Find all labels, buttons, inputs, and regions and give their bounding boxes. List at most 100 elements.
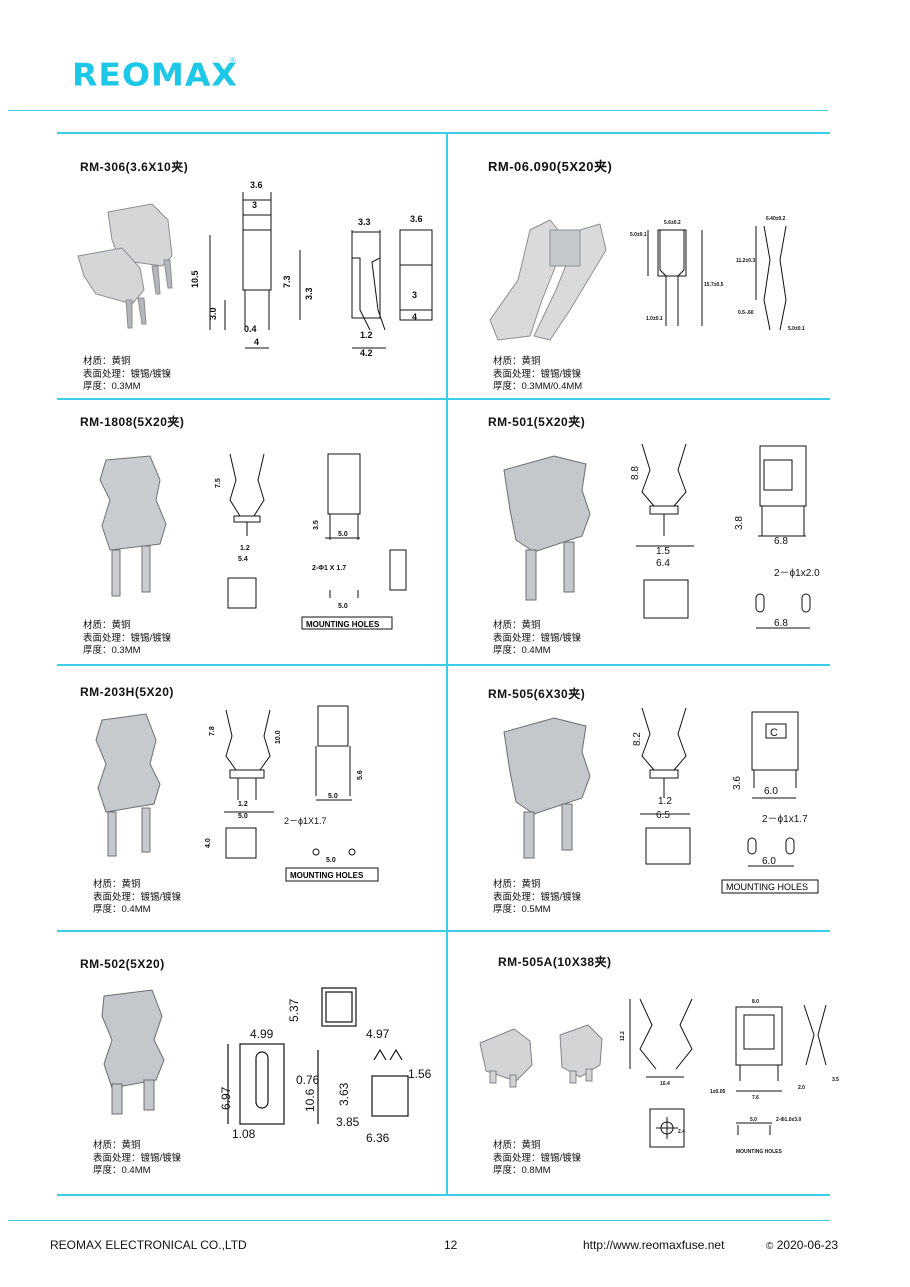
dimension-label: 6.5 (656, 810, 670, 821)
dimension-label: 1.08 (232, 1127, 256, 1141)
dimension-label: 3.6 (250, 180, 263, 190)
product-title: RM-1808(5X20夹) (80, 415, 185, 429)
product-photo (101, 989, 165, 1115)
spec-material: 材质：黄铜 (493, 1140, 541, 1151)
dimension-label: 3.3 (304, 287, 314, 300)
dimension-label: 4.0 (205, 838, 212, 848)
dimension-label: 10.0 (275, 730, 282, 744)
dimension-label: 7.3 (282, 275, 292, 288)
spec-material: 材质：黄铜 (93, 1140, 141, 1151)
dimension-label: 11.2±0.3 (736, 258, 755, 264)
product-specs: 材质：黄铜 表面处理：镀锡/镀镍 厚度：0.5MM (493, 879, 581, 917)
dimension-label: 8.0 (752, 999, 759, 1005)
mounting-holes-label: MOUNTING HOLES (726, 882, 808, 892)
product-specs: 材质：黄铜 表面处理：镀锡/镀镍 厚度：0.4MM (493, 620, 581, 658)
registered-mark: ® (230, 56, 236, 65)
product-drawing: 12.2 10.4 8.0 1±0.05 7.6 2.0 3.5 2.4 5.0… (479, 998, 839, 1155)
dimension-label: 0.5-.60 (738, 310, 754, 316)
spec-material: 材质：黄铜 (83, 620, 131, 631)
product-title: RM-505(6X30夹) (488, 687, 586, 701)
dimension-label: 6.0 (762, 856, 776, 867)
dimension-label: 6.40±0.2 (766, 216, 786, 222)
dimension-label: 12.2 (620, 1031, 626, 1041)
dimension-label: 5.0 (238, 813, 248, 820)
spec-thickness: 厚度：0.5MM (493, 904, 551, 915)
dimension-label: 1±0.05 (710, 1089, 725, 1095)
product-specs: 材质：黄铜 表面处理：镀锡/镀镍 厚度：0.3MM/0.4MM (493, 356, 582, 394)
dimension-label: 6.0 (764, 786, 778, 797)
header-rule (8, 110, 828, 111)
product-photo (489, 219, 607, 341)
dimension-label: 10.6 (303, 1088, 317, 1112)
footer-url[interactable]: http://www.reomaxfuse.net (583, 1238, 725, 1252)
footer-rule (8, 1220, 830, 1221)
spec-thickness: 厚度：0.8MM (493, 1165, 551, 1176)
dimension-label: 1.56 (408, 1067, 432, 1081)
spec-thickness: 厚度：0.4MM (93, 1165, 151, 1176)
dimension-label: 0.76 (296, 1073, 320, 1087)
dimension-label: C (770, 727, 778, 739)
dimension-label: 8.8 (630, 466, 641, 480)
product-drawing: 8.2 1.2 6.5 C 3.6 6.0 2－ϕ1x1.7 6.0 MOUNT… (503, 707, 819, 894)
dimension-label: 3.85 (336, 1115, 360, 1129)
product-title: RM-306(3.6X10夹) (80, 160, 189, 174)
dimension-label: 2.4 (678, 1129, 685, 1135)
dimension-label: 2－ϕ1X1.7 (284, 816, 327, 826)
dimension-label: 1.2 (658, 796, 672, 807)
dimension-label: 5.0±0.1 (788, 326, 805, 332)
dimension-label: 10.5 (190, 270, 200, 288)
product-title: RM-203H(5X20) (80, 685, 174, 699)
product-photo (77, 203, 173, 329)
grid-rule (57, 930, 830, 932)
product-drawing: 5.0±0.1 5.6±0.2 15.7±0.5 1.0±0.1 6.40±0.… (489, 216, 805, 341)
spec-surface: 表面处理：镀锡/镀镍 (493, 891, 582, 903)
spec-surface: 表面处理：镀锡/镀镍 (83, 368, 172, 380)
spec-thickness: 厚度：0.3MM (83, 645, 141, 656)
grid-divider (446, 132, 448, 1196)
dimension-label: 5.0 (326, 857, 336, 864)
footer-date: © 2020-06-23 (766, 1238, 838, 1252)
spec-surface: 表面处理：镀锡/镀镍 (493, 632, 582, 644)
dimension-label: 4.97 (366, 1027, 390, 1041)
product-title: RM-501(5X20夹) (488, 415, 586, 429)
dimension-label: 6.8 (774, 536, 788, 547)
dimension-label: 2-Φ1 X 1.7 (312, 565, 346, 572)
dimension-label: 3.5 (313, 520, 320, 530)
dimension-label: 1.2 (360, 330, 373, 340)
dimension-label: 4.99 (250, 1027, 274, 1041)
product-photo (479, 1024, 603, 1088)
footer-page-number: 12 (444, 1238, 458, 1252)
dimension-label: 5.37 (287, 998, 301, 1022)
footer-date-text: 2020-06-23 (776, 1238, 839, 1252)
product-specs: 材质：黄铜 表面处理：镀锡/镀镍 厚度：0.3MM (83, 620, 171, 658)
dimension-label: 5.6 (357, 770, 364, 780)
dimension-label: 5.0±0.1 (630, 232, 647, 238)
product-title: RM-502(5X20) (80, 957, 165, 971)
dimension-label: 6.36 (366, 1131, 390, 1145)
product-photo (95, 713, 161, 857)
dimension-label: 3.6 (732, 776, 743, 790)
dimension-label: 6.97 (219, 1086, 233, 1110)
dimension-label: 6.8 (774, 618, 788, 629)
spec-thickness: 厚度：0.4MM (93, 904, 151, 915)
dimension-label: 2.0 (798, 1085, 805, 1091)
spec-surface: 表面处理：镀锡/镀镍 (493, 1152, 582, 1164)
dimension-label: 4 (412, 312, 417, 322)
spec-thickness: 厚度：0.3MM/0.4MM (493, 381, 583, 392)
dimension-label: 0.4 (244, 324, 257, 334)
footer-company: REOMAX ELECTRONICAL CO.,LTD (50, 1238, 247, 1252)
product-specs: 材质：黄铜 表面处理：镀锡/镀镍 厚度：0.4MM (93, 879, 181, 917)
dimension-label: 15.7±0.5 (704, 282, 724, 288)
dimension-label: 7.8 (209, 726, 216, 736)
spec-surface: 表面处理：镀锡/镀镍 (93, 1152, 182, 1164)
dimension-label: 7.5 (215, 478, 222, 488)
spec-material: 材质：黄铜 (93, 879, 141, 890)
grid-rule (57, 664, 830, 666)
dimension-label: 3.8 (734, 516, 745, 530)
dimension-label: 5.0 (328, 793, 338, 800)
dimension-label: 5.6±0.2 (664, 220, 681, 226)
dimension-label: 3.0 (208, 307, 218, 320)
spec-material: 材质：黄铜 (83, 356, 131, 367)
dimension-label: 3 (412, 290, 417, 300)
dimension-label: 5.0 (750, 1117, 757, 1123)
